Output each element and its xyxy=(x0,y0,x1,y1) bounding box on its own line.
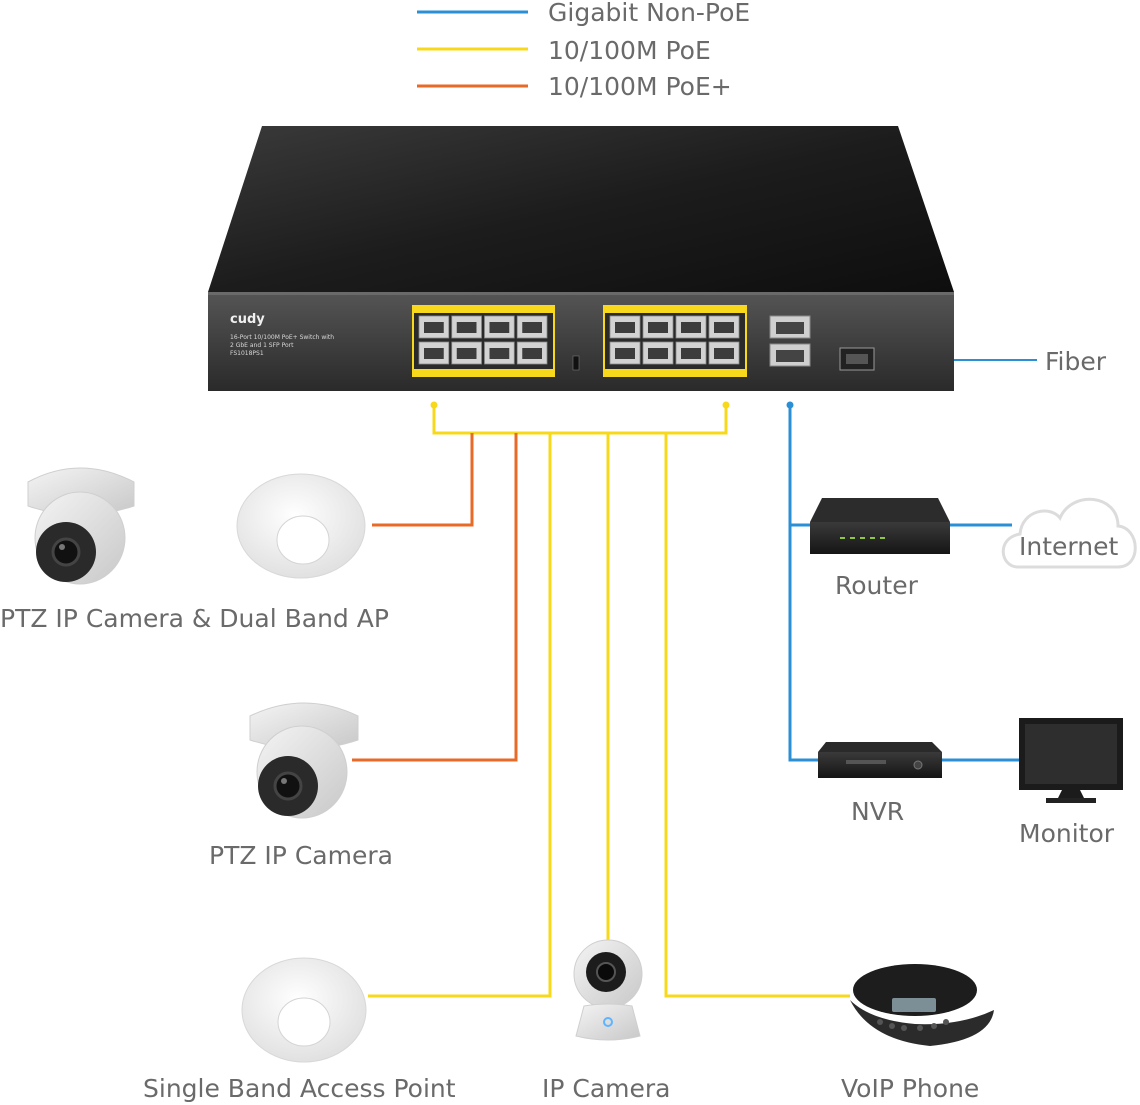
monitor-stand xyxy=(1046,798,1096,803)
poe-port-socket xyxy=(456,348,477,359)
poe-port-socket xyxy=(681,348,701,359)
poe-port-socket xyxy=(522,322,542,333)
legend-label-poe: 10/100M PoE xyxy=(548,36,711,65)
nvr-top xyxy=(818,742,942,752)
poe-port-socket xyxy=(714,322,734,333)
monitor-device xyxy=(1019,718,1123,803)
legend-item-poe: 10/100M PoE xyxy=(417,36,711,65)
ptz-camera-label: PTZ IP Camera xyxy=(209,841,393,870)
switch-top xyxy=(208,126,954,292)
poe-port-socket xyxy=(714,348,734,359)
poe-port-group-label-bar-1 xyxy=(413,306,554,313)
switch-device: cudy 16-Port 10/100M PoE+ Switch with 2 … xyxy=(208,126,954,391)
nvr-label: NVR xyxy=(851,797,904,826)
voip-phone-icon xyxy=(850,964,994,1046)
gigabit-port-dot xyxy=(786,401,794,409)
switch-ports xyxy=(412,305,747,377)
switch-edge xyxy=(208,292,954,295)
poe-port-dot-right xyxy=(722,401,730,409)
poe-port-socket xyxy=(615,322,635,333)
monitor-label: Monitor xyxy=(1019,819,1115,848)
poe-plus-line-dual-ap xyxy=(372,433,474,527)
dual-band-ap-icon xyxy=(236,473,366,579)
poe-port-group-bottom-bar-1 xyxy=(413,369,554,376)
switch-brand: cudy xyxy=(230,312,265,327)
legend-label-poe-plus: 10/100M PoE+ xyxy=(548,72,732,101)
switch-desc-line2: 2 GbE and 1 SFP Port xyxy=(230,342,294,349)
poe-port-socket xyxy=(615,348,635,359)
legend-label-gigabit: Gigabit Non-PoE xyxy=(548,0,750,27)
sfp-port-slot xyxy=(846,354,868,364)
mode-switch xyxy=(572,355,580,371)
nvr-knob xyxy=(913,760,923,770)
legend-item-gigabit: Gigabit Non-PoE xyxy=(417,0,750,27)
monitor-neck xyxy=(1058,790,1084,798)
gigabit-port-17-socket xyxy=(776,322,804,334)
router-label: Router xyxy=(835,571,919,600)
router-top xyxy=(810,498,950,522)
switch-model: FS1018PS1 xyxy=(230,350,264,357)
poe-port-socket xyxy=(424,322,444,333)
poe-port-dot-left xyxy=(430,401,438,409)
internet-label: Internet xyxy=(1019,532,1118,561)
ptz-camera-icon-2 xyxy=(249,702,359,819)
poe-port-socket xyxy=(424,348,444,359)
poe-port-socket xyxy=(489,322,510,333)
monitor-screen xyxy=(1025,724,1117,784)
legend: Gigabit Non-PoE 10/100M PoE 10/100M PoE+ xyxy=(417,0,750,101)
single-band-ap-label: Single Band Access Point xyxy=(143,1074,456,1103)
fiber-label: Fiber xyxy=(1045,347,1107,376)
poe-line-single-ap xyxy=(368,433,552,998)
poe-port-socket xyxy=(522,348,542,359)
legend-item-poe-plus: 10/100M PoE+ xyxy=(417,72,732,101)
poe-port-socket xyxy=(456,322,477,333)
ptz-camera-ap-label: PTZ IP Camera & Dual Band AP xyxy=(0,604,389,633)
connections xyxy=(352,357,1037,998)
poe-port-socket xyxy=(681,322,701,333)
poe-port-socket xyxy=(648,322,668,333)
poe-port-socket xyxy=(648,348,668,359)
router-leds xyxy=(840,537,885,539)
voip-phone-label: VoIP Phone xyxy=(841,1074,979,1103)
poe-line-voip-phone xyxy=(664,433,850,998)
nvr-device xyxy=(818,742,942,778)
poe-plus-line-ptz-camera xyxy=(352,433,518,762)
router-device xyxy=(810,498,950,554)
poe-port-socket xyxy=(489,348,510,359)
poe-trunk-line xyxy=(432,405,728,435)
poe-port-group-label-bar-2 xyxy=(604,306,746,313)
single-band-ap-icon xyxy=(241,957,367,1063)
internet-cloud-icon xyxy=(1001,497,1137,569)
poe-port-group-bottom-bar-2 xyxy=(604,369,746,376)
ip-camera-icon xyxy=(573,939,643,1041)
gigabit-line-main xyxy=(788,405,820,762)
ptz-camera-icon-1 xyxy=(27,467,135,585)
nvr-front xyxy=(818,752,942,778)
switch-desc-line1: 16-Port 10/100M PoE+ Switch with xyxy=(230,334,334,341)
ip-camera-label: IP Camera xyxy=(542,1074,671,1103)
nvr-slot xyxy=(846,760,886,764)
gigabit-port-18-socket xyxy=(776,350,804,362)
switch-front-panel xyxy=(208,292,954,391)
